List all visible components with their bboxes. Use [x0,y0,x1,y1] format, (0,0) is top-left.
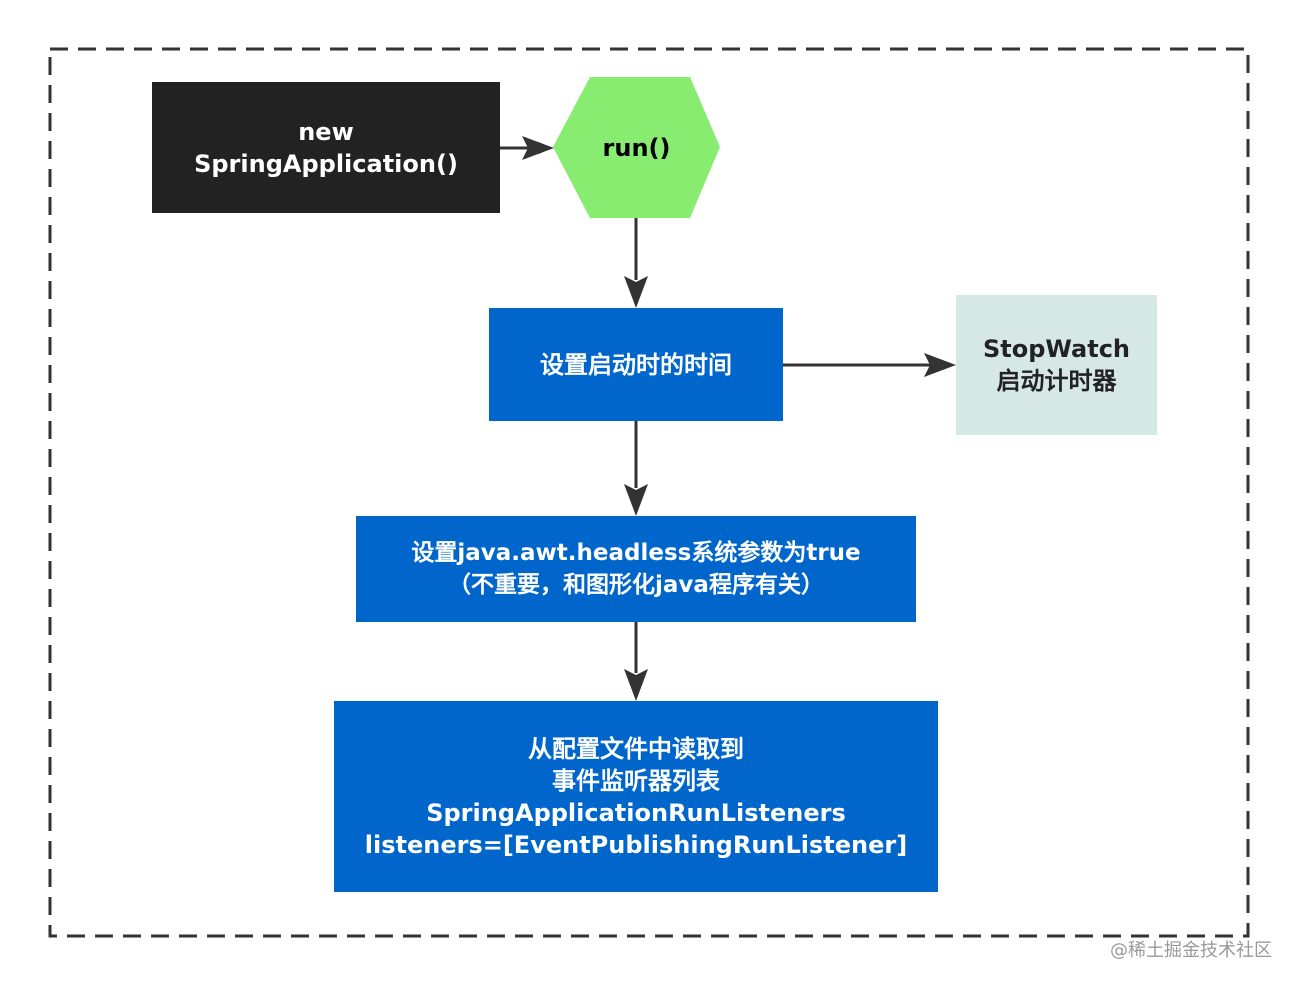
run-hexagon [553,77,720,218]
node-headless-line-1: 设置java.awt.headless系统参数为true [411,540,861,566]
node-new-springapplication: new SpringApplication() [152,82,500,213]
node-run-label: run() [602,133,671,162]
arrowhead-time-to-headless [624,484,648,516]
node-headless: 设置java.awt.headless系统参数为true （不重要，和图形化ja… [356,516,916,622]
node-stopwatch: StopWatch 启动计时器 [956,295,1157,435]
node-listeners-line-4: listeners=[EventPublishingRunListener] [364,830,908,859]
watermark: @稀土掘金技术社区 [1110,940,1272,961]
node-headless-line-2: （不重要，和图形化java程序有关） [448,572,824,598]
node-new-line-1: new [298,117,354,146]
node-new-line-2: SpringApplication() [194,149,458,178]
node-set-start-time-label: 设置启动时的时间 [540,350,732,379]
node-listeners-line-2: 事件监听器列表 [552,766,720,795]
dashed-boundary [48,47,1250,938]
node-run-listeners: 从配置文件中读取到 事件监听器列表 SpringApplicationRunLi… [334,701,938,892]
node-set-start-time: 设置启动时的时间 [489,308,783,421]
node-listeners-line-3: SpringApplicationRunListeners [426,798,846,827]
node-listeners-line-1: 从配置文件中读取到 [528,734,744,763]
node-stopwatch-line-2: 启动计时器 [996,367,1117,395]
arrowhead-time-to-stopwatch [924,353,956,377]
arrowhead-new-to-run [522,136,554,160]
arrowhead-headless-to-listeners [624,669,648,701]
arrowhead-run-to-time [624,276,648,308]
node-run: run() [553,77,720,218]
node-stopwatch-line-1: StopWatch [982,335,1131,363]
